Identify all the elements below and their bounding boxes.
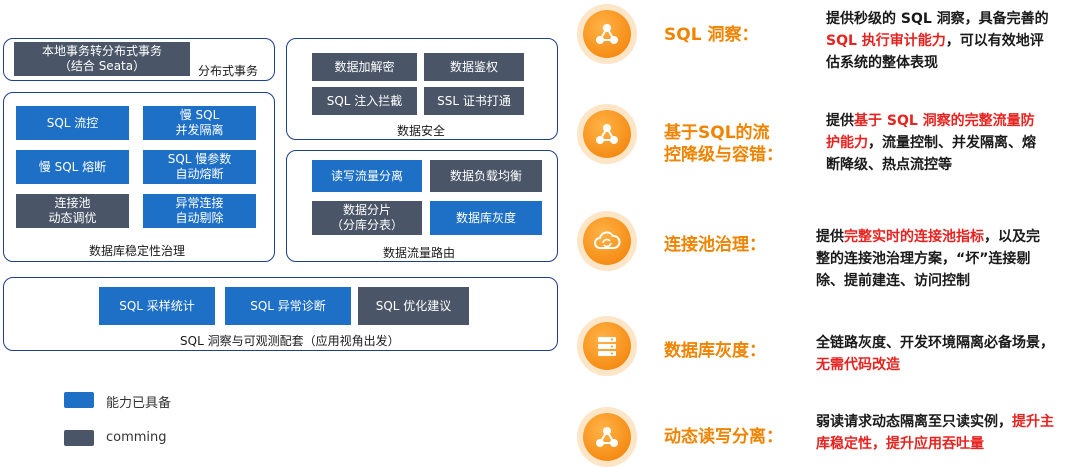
feature-desc-flow-control: 提供基于 SQL 洞察的完整流量防护能力，流量控制、并发隔离、熔断降级、热点流控…: [826, 110, 1048, 176]
feature-title-flow-control: 基于SQL的流 控降级与容错：: [664, 123, 783, 165]
box-auth: 数据鉴权: [424, 53, 524, 81]
feature-desc-connection-pool: 提供完整实时的连接池指标，以及完整的连接池治理方案，“坏”连接剔除、提前建连、访…: [816, 226, 1050, 292]
share-nodes-icon: [583, 10, 631, 58]
highlight-text: SQL 执行审计能力: [826, 33, 946, 49]
legend-swatch-coming: [64, 430, 94, 446]
highlight-text: 提升主库稳定性，提升应用吞吐量: [816, 414, 1054, 452]
box-abnormal-connection: 异常连接 自动剔除: [143, 194, 256, 228]
desc-text: ，流量控制、并发隔离、熔断降级、热点流控等: [826, 135, 1036, 173]
box-sql-sampling: SQL 采样统计: [99, 287, 215, 325]
desc-text: 全链路灰度、开发环境隔离必备场景，: [816, 335, 1054, 351]
desc-text: 提供秒级的 SQL 洞察，具备完善的: [826, 11, 1049, 27]
feature-title-connection-pool: 连接池治理：: [664, 235, 766, 255]
feature-title-dynamic-rw: 动态读写分离：: [664, 427, 783, 447]
box-load-balance: 数据负载均衡: [430, 160, 542, 192]
box-encrypt: 数据加解密: [312, 53, 417, 81]
box-sql-diagnosis: SQL 异常诊断: [225, 287, 351, 325]
box-sql-flow-control: SQL 流控: [16, 106, 129, 140]
legend-label-available: 能力已具备: [106, 396, 172, 411]
desc-text: 提供: [826, 113, 854, 129]
server-stack-icon: [583, 322, 631, 370]
feature-title-sql-insight: SQL 洞察：: [664, 25, 759, 45]
desc-text: ，可以有效地评估系统的整体表现: [826, 33, 1044, 71]
box-db-gray: 数据库灰度: [430, 201, 542, 235]
feature-desc-sql-insight: 提供秒级的 SQL 洞察，具备完善的 SQL 执行审计能力，可以有效地评估系统的整…: [826, 8, 1056, 74]
share-nodes-icon: [583, 413, 631, 461]
desc-text: 弱读请求动态隔离至只读实例，: [816, 414, 1012, 430]
feature-desc-db-gray: 全链路灰度、开发环境隔离必备场景， 无需代码改造: [816, 332, 1054, 376]
box-rw-split: 读写流量分离: [312, 160, 422, 192]
box-slow-sql-isolation: 慢 SQL 并发隔离: [143, 106, 256, 140]
box-local-to-distributed: 本地事务转分布式事务 （结合 Seata）: [14, 42, 190, 76]
feature-desc-dynamic-rw: 弱读请求动态隔离至只读实例，提升主库稳定性，提升应用吞吐量: [816, 411, 1062, 455]
box-ssl: SSL 证书打通: [424, 87, 524, 115]
box-sql-injection: SQL 注入拦截: [312, 87, 417, 115]
legend-swatch-available: [64, 392, 94, 408]
label-stability: 数据库稳定性治理: [89, 244, 186, 258]
desc-text: ，以及完整的连接池治理方案，“坏”连接剔除、提前建连、访问控制: [816, 229, 1040, 289]
cloud-sync-icon: [583, 217, 631, 265]
box-slow-sql-breaker: 慢 SQL 熔断: [16, 150, 129, 184]
desc-text: 提供: [816, 229, 844, 245]
label-routing: 数据流量路由: [383, 246, 456, 260]
highlight-text: 基于 SQL 洞察的完整流量防护能力: [826, 113, 1035, 151]
share-nodes-icon: [583, 110, 631, 158]
highlight-text: 无需代码改造: [816, 357, 900, 373]
legend-label-coming: comming: [106, 430, 167, 445]
label-security: 数据安全: [397, 124, 446, 138]
box-slow-param-breaker: SQL 慢参数 自动熔断: [143, 150, 256, 184]
label-observability: SQL 洞察与可观测配套（应用视角出发）: [180, 334, 400, 348]
label-distributed: 分布式事务: [198, 64, 259, 78]
feature-title-db-gray: 数据库灰度：: [664, 341, 766, 361]
highlight-text: 完整实时的连接池指标: [844, 229, 984, 245]
box-sql-optimize: SQL 优化建议: [358, 287, 469, 325]
box-pool-tuning: 连接池 动态调优: [16, 194, 129, 228]
box-sharding: 数据分片 （分库分表）: [312, 201, 422, 235]
